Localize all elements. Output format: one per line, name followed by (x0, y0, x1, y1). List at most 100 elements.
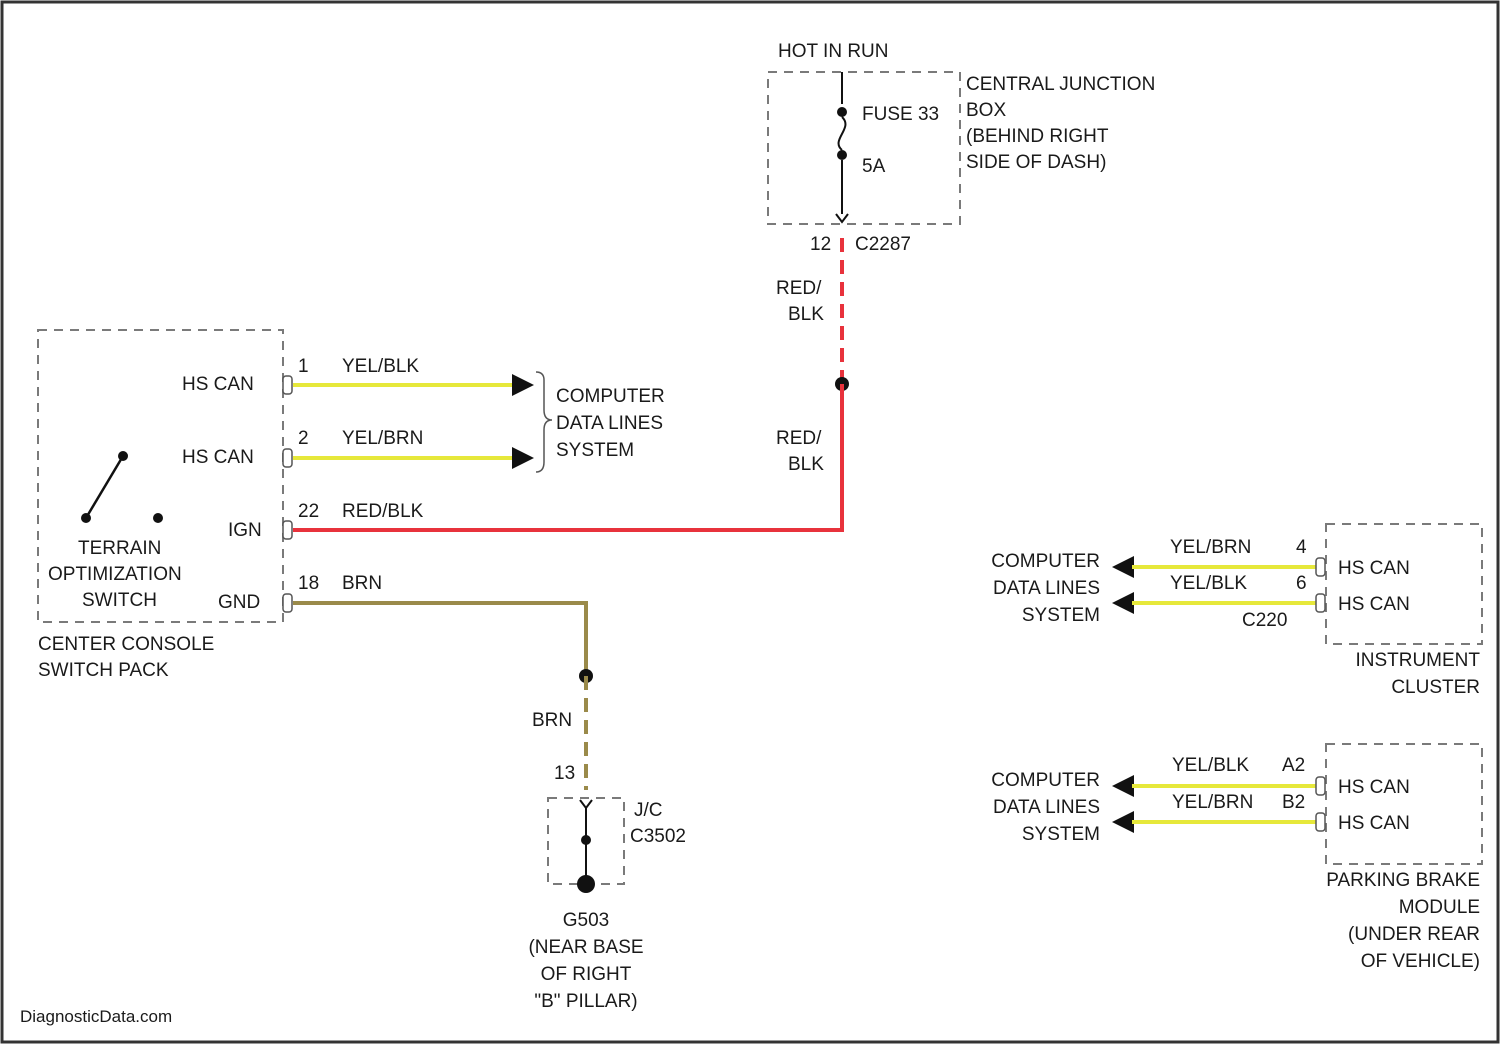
arrow-right-icon (512, 374, 534, 396)
ground-label-line: "B" PILLAR) (534, 991, 637, 1012)
arrow-left-icon (1112, 775, 1134, 797)
switch-name-line: TERRAIN (78, 538, 161, 559)
parking-brake-module: COMPUTER DATA LINES SYSTEM YEL/BLK A2 YE… (991, 744, 1482, 972)
red-wire-label-upper: BLK (788, 304, 824, 325)
cdl-label-line: COMPUTER (991, 551, 1100, 572)
arrow-left-icon (1112, 811, 1134, 833)
junction-box-location-line: CENTRAL JUNCTION (966, 74, 1155, 95)
connector-id: C220 (1242, 610, 1287, 631)
wire-color-label: YEL/BRN (342, 428, 423, 449)
switch-connector-pin (283, 376, 292, 394)
arrow-right-icon (512, 447, 534, 469)
ground-label-line: OF RIGHT (541, 964, 632, 985)
switch-can-lines: 1 YEL/BLK 2 YEL/BRN 22 RED/BLK 18 BRN CO… (293, 356, 665, 594)
wire-color-label: YEL/BLK (342, 356, 419, 377)
wire-color-label: YEL/BLK (1170, 573, 1247, 594)
wire-color-label: RED/BLK (342, 501, 424, 522)
system-bracket (536, 372, 552, 472)
cdl-label-line: SYSTEM (1022, 824, 1100, 845)
ground-pin-number: 13 (554, 763, 575, 784)
connector-symbol (836, 214, 848, 222)
switch-pin-label: HS CAN (182, 374, 254, 395)
cluster-pin-label: HS CAN (1338, 558, 1410, 579)
wire-pin-number: 18 (298, 573, 319, 594)
wire-pin-number: 6 (1296, 573, 1307, 594)
fuse-terminal-top (837, 107, 847, 117)
junction-box-location-line: (BEHIND RIGHT (966, 126, 1109, 147)
cdl-label-line: DATA LINES (993, 797, 1100, 818)
wire-color-label: YEL/BRN (1172, 792, 1253, 813)
module-name-line: (UNDER REAR (1348, 924, 1480, 945)
wire-pin-number: 2 (298, 428, 309, 449)
switch-location-line: SWITCH PACK (38, 660, 169, 681)
switch-pin-label: GND (218, 592, 260, 613)
junction-box-location-line: SIDE OF DASH) (966, 152, 1106, 173)
switch-connector-pin (283, 449, 292, 467)
red-wire-label-upper: RED/ (776, 278, 822, 299)
cdl-label-line: SYSTEM (556, 440, 634, 461)
cdl-label-line: SYSTEM (1022, 605, 1100, 626)
cluster-connector-pin (1316, 558, 1325, 576)
cluster-name-line: CLUSTER (1391, 677, 1480, 698)
brn-wire-upper (293, 603, 586, 676)
fuse-pin-number: 12 (810, 234, 831, 255)
ground-label-line: G503 (563, 910, 609, 931)
cdl-label-line: COMPUTER (991, 770, 1100, 791)
hot-in-run-label: HOT IN RUN (778, 41, 888, 62)
module-connector-pin (1316, 813, 1325, 831)
red-wire-label-lower: BLK (788, 454, 824, 475)
wire-pin-number: 4 (1296, 537, 1307, 558)
fuse-icon (839, 117, 846, 150)
wire-color-label: YEL/BRN (1170, 537, 1251, 558)
fuse-connector-id: C2287 (855, 234, 911, 255)
arrow-left-icon (1112, 592, 1134, 614)
instrument-cluster: COMPUTER DATA LINES SYSTEM YEL/BRN 4 YEL… (991, 524, 1482, 698)
switch-contact-common (81, 513, 91, 523)
switch-contact-open (153, 513, 163, 523)
fuse-name: FUSE 33 (862, 104, 939, 125)
wire-color-label: BRN (342, 573, 382, 594)
wire-color-label: YEL/BLK (1172, 755, 1249, 776)
ground-wire-label: BRN (532, 710, 572, 731)
junction-box-location-line: BOX (966, 100, 1006, 121)
cdl-label-line: COMPUTER (556, 386, 665, 407)
parking-brake-outline (1326, 744, 1482, 864)
central-junction-box: HOT IN RUN FUSE 33 5A CENTRAL JUNCTION B… (768, 41, 1155, 255)
switch-pin-label: HS CAN (182, 447, 254, 468)
cdl-label-line: DATA LINES (556, 413, 663, 434)
junction-box-outline (768, 72, 960, 224)
module-pin-label: HS CAN (1338, 777, 1410, 798)
module-name-line: OF VEHICLE) (1361, 951, 1480, 972)
connector-symbol (580, 800, 592, 808)
cluster-name-line: INSTRUMENT (1355, 650, 1480, 671)
cluster-connector-pin (1316, 594, 1325, 612)
ground-icon (577, 875, 595, 893)
jc-label-line: C3502 (630, 826, 686, 847)
module-pin-label: HS CAN (1338, 813, 1410, 834)
switch-name-line: OPTIMIZATION (48, 564, 182, 585)
switch-connector-pin (283, 521, 292, 539)
jc-node (581, 835, 591, 845)
arrow-left-icon (1112, 556, 1134, 578)
wire-pin-number: A2 (1282, 755, 1305, 776)
instrument-cluster-outline (1326, 524, 1482, 644)
module-name-line: PARKING BRAKE (1326, 870, 1480, 891)
cdl-label-line: DATA LINES (993, 578, 1100, 599)
module-connector-pin (1316, 777, 1325, 795)
switch-location-line: CENTER CONSOLE (38, 634, 214, 655)
ground-label-line: (NEAR BASE (528, 937, 643, 958)
ground-circuit: BRN 13 J/C C3502 G503 (NEAR BASE OF RIGH… (293, 603, 686, 1012)
switch-connector-pin (283, 594, 292, 612)
wire-pin-number: B2 (1282, 792, 1305, 813)
switch-blade (86, 456, 123, 518)
switch-name-line: SWITCH (82, 590, 157, 611)
switch-pin-label: IGN (228, 520, 262, 541)
module-name-line: MODULE (1399, 897, 1480, 918)
wire-pin-number: 1 (298, 356, 309, 377)
cluster-pin-label: HS CAN (1338, 594, 1410, 615)
wire-pin-number: 22 (298, 501, 319, 522)
watermark: DiagnosticData.com (20, 1007, 172, 1026)
fuse-rating: 5A (862, 156, 886, 177)
